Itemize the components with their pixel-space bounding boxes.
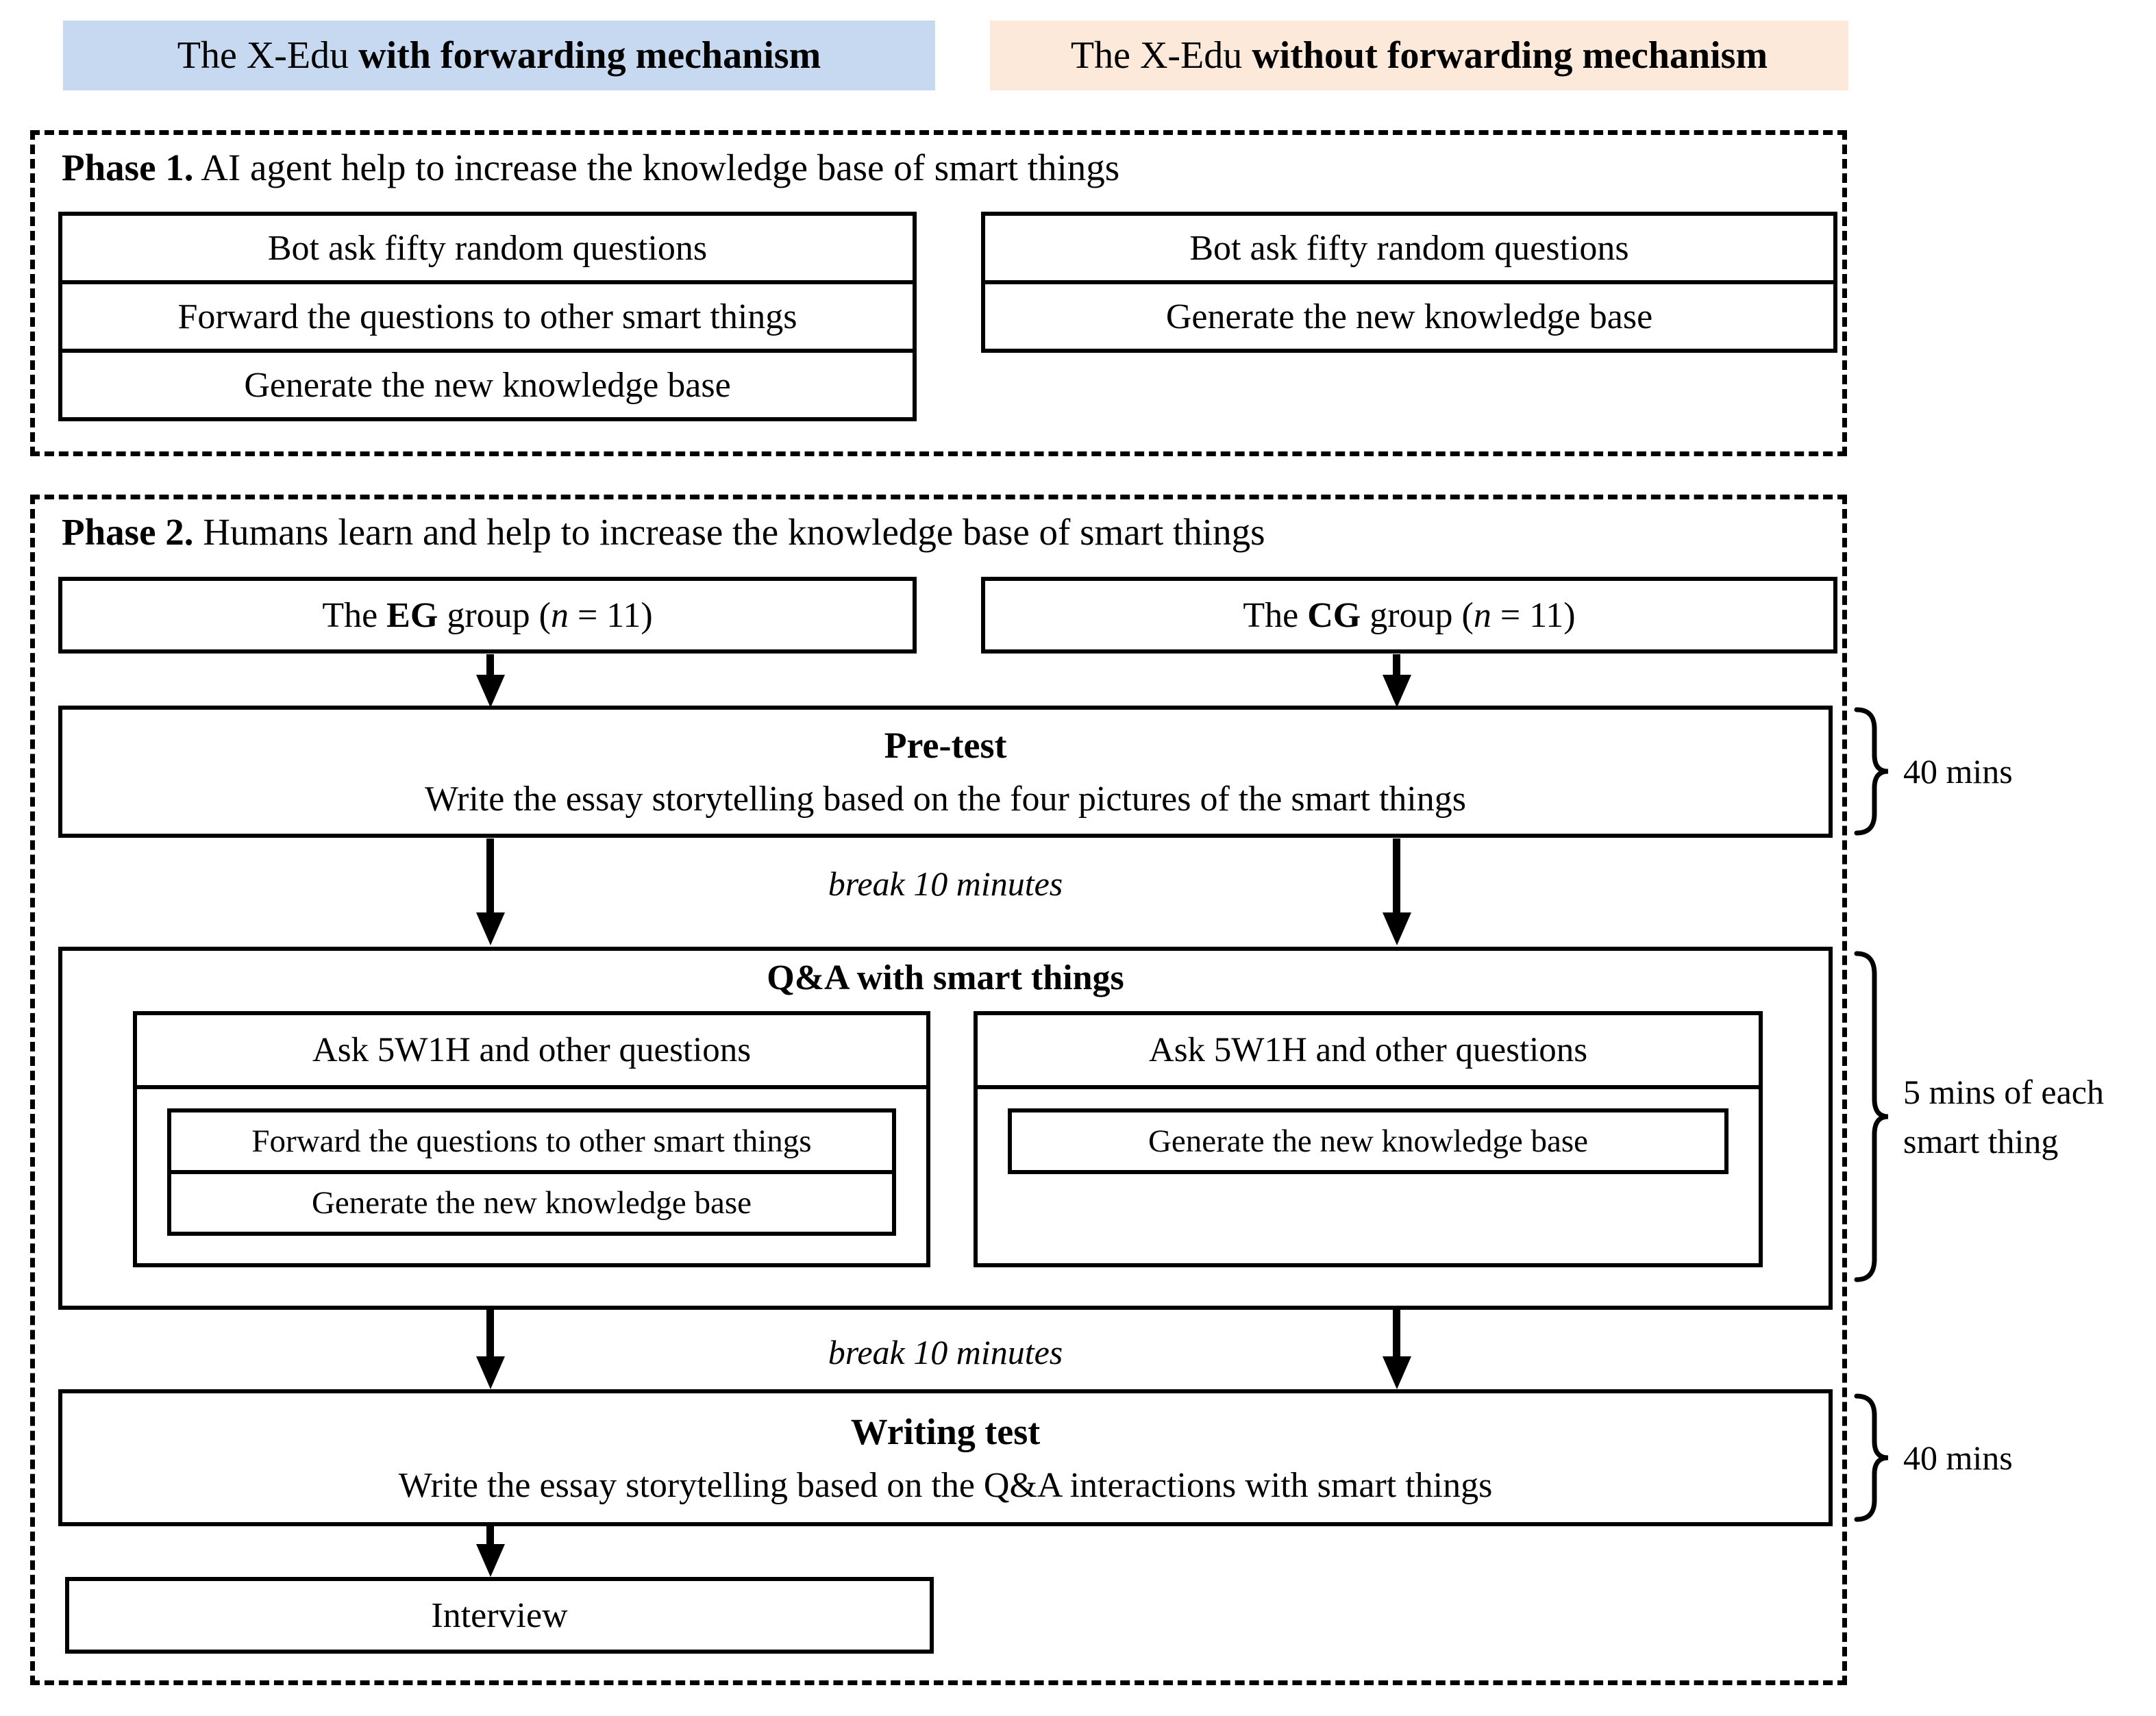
phase1-with-step-2-label: Forward the questions to other smart thi… bbox=[177, 297, 797, 336]
legend-without-bold: without forwarding mechanism bbox=[1252, 34, 1768, 77]
interview-box: Interview bbox=[65, 1577, 934, 1654]
phase1-without-step-2: Generate the new knowledge base bbox=[981, 280, 1837, 353]
legend-with-bold: with forwarding mechanism bbox=[358, 34, 821, 77]
qa-left-step-1: Forward the questions to other smart thi… bbox=[167, 1108, 896, 1174]
down-arrow-pretest-left bbox=[486, 838, 494, 914]
interview-label: Interview bbox=[431, 1595, 568, 1635]
phase1-title-label: Phase 1. bbox=[62, 147, 194, 188]
phase1-with-step-3: Generate the new knowledge base bbox=[58, 349, 917, 421]
cg-group-label: The CG group (n = 11) bbox=[1243, 595, 1576, 635]
down-arrow-qa-right bbox=[1393, 1310, 1400, 1358]
writing-test-title: Writing test bbox=[850, 1410, 1041, 1452]
qa-left-step-2: Generate the new knowledge base bbox=[167, 1170, 896, 1236]
phase1-title: Phase 1. AI agent help to increase the k… bbox=[62, 146, 1119, 189]
phase1-container: Phase 1. AI agent help to increase the k… bbox=[30, 130, 1847, 456]
qa-left-group: Ask 5W1H and other questions Forward the… bbox=[133, 1011, 930, 1267]
writing-duration-label: 40 mins bbox=[1903, 1438, 2013, 1477]
pretest-box: Pre-test Write the essay storytelling ba… bbox=[58, 706, 1833, 838]
down-arrow-eg-to-pretest bbox=[486, 654, 494, 676]
phase2-title: Phase 2. Humans learn and help to increa… bbox=[62, 510, 1265, 554]
qa-left-header-label: Ask 5W1H and other questions bbox=[312, 1031, 752, 1069]
phase1-with-column: Bot ask fifty random questions Forward t… bbox=[58, 212, 917, 421]
phase2-title-text: Humans learn and help to increase the kn… bbox=[193, 511, 1265, 553]
legend-without-forwarding: The X-Edu without forwarding mechanism bbox=[990, 21, 1848, 90]
writing-test-box: Writing test Write the essay storytellin… bbox=[58, 1389, 1833, 1526]
phase1-title-text: AI agent help to increase the knowledge … bbox=[193, 147, 1120, 188]
legend-with-forwarding: The X-Edu with forwarding mechanism bbox=[63, 21, 935, 90]
cg-group-box: The CG group (n = 11) bbox=[981, 577, 1837, 654]
brace-writing-icon bbox=[1854, 1393, 1889, 1522]
eg-group-label: The EG group (n = 11) bbox=[322, 595, 653, 635]
phase2-container: Phase 2. Humans learn and help to increa… bbox=[30, 495, 1847, 1685]
phase1-without-step-1: Bot ask fifty random questions bbox=[981, 212, 1837, 284]
pretest-title: Pre-test bbox=[884, 725, 1007, 766]
phase1-without-step-2-label: Generate the new knowledge base bbox=[1165, 297, 1653, 336]
down-arrow-pretest-right bbox=[1393, 838, 1400, 914]
phase1-with-step-1-label: Bot ask fifty random questions bbox=[267, 228, 708, 268]
pretest-desc: Write the essay storytelling based on th… bbox=[425, 780, 1466, 819]
down-arrow-writing-to-interview bbox=[486, 1526, 494, 1545]
qa-right-header-label: Ask 5W1H and other questions bbox=[1148, 1031, 1588, 1069]
break2-label: break 10 minutes bbox=[828, 1333, 1063, 1371]
qa-right-step-1: Generate the new knowledge base bbox=[1008, 1108, 1728, 1174]
down-arrow-cg-to-pretest bbox=[1393, 654, 1400, 676]
eg-group-box: The EG group (n = 11) bbox=[58, 577, 917, 654]
brace-pretest-icon bbox=[1854, 707, 1889, 836]
legend-with-prefix: The X-Edu bbox=[177, 34, 349, 77]
break1-label: break 10 minutes bbox=[828, 865, 1063, 903]
qa-right-header: Ask 5W1H and other questions bbox=[974, 1011, 1763, 1089]
phase2-title-label: Phase 2. bbox=[62, 511, 194, 553]
qa-title: Q&A with smart things bbox=[767, 958, 1124, 997]
pretest-duration-label: 40 mins bbox=[1903, 751, 2013, 791]
phase1-with-step-1: Bot ask fifty random questions bbox=[58, 212, 917, 284]
qa-left-step-1-label: Forward the questions to other smart thi… bbox=[251, 1123, 812, 1159]
legend-without-prefix: The X-Edu bbox=[1070, 34, 1243, 77]
qa-left-header: Ask 5W1H and other questions bbox=[133, 1011, 930, 1089]
brace-qa-icon bbox=[1854, 951, 1889, 1282]
qa-right-steps: Generate the new knowledge base bbox=[1008, 1108, 1728, 1174]
qa-box: Q&A with smart things Ask 5W1H and other… bbox=[58, 947, 1833, 1310]
phase1-with-step-2: Forward the questions to other smart thi… bbox=[58, 280, 917, 353]
phase1-without-column: Bot ask fifty random questions Generate … bbox=[981, 212, 1837, 353]
qa-left-step-2-label: Generate the new knowledge base bbox=[311, 1185, 752, 1221]
down-arrow-qa-left bbox=[486, 1310, 494, 1358]
qa-right-step-1-label: Generate the new knowledge base bbox=[1148, 1123, 1589, 1159]
writing-test-desc: Write the essay storytelling based on th… bbox=[398, 1465, 1493, 1505]
phase1-with-step-3-label: Generate the new knowledge base bbox=[244, 365, 731, 405]
qa-left-steps: Forward the questions to other smart thi… bbox=[167, 1108, 896, 1236]
qa-right-group: Ask 5W1H and other questions Generate th… bbox=[974, 1011, 1763, 1267]
phase1-without-step-1-label: Bot ask fifty random questions bbox=[1189, 228, 1629, 268]
